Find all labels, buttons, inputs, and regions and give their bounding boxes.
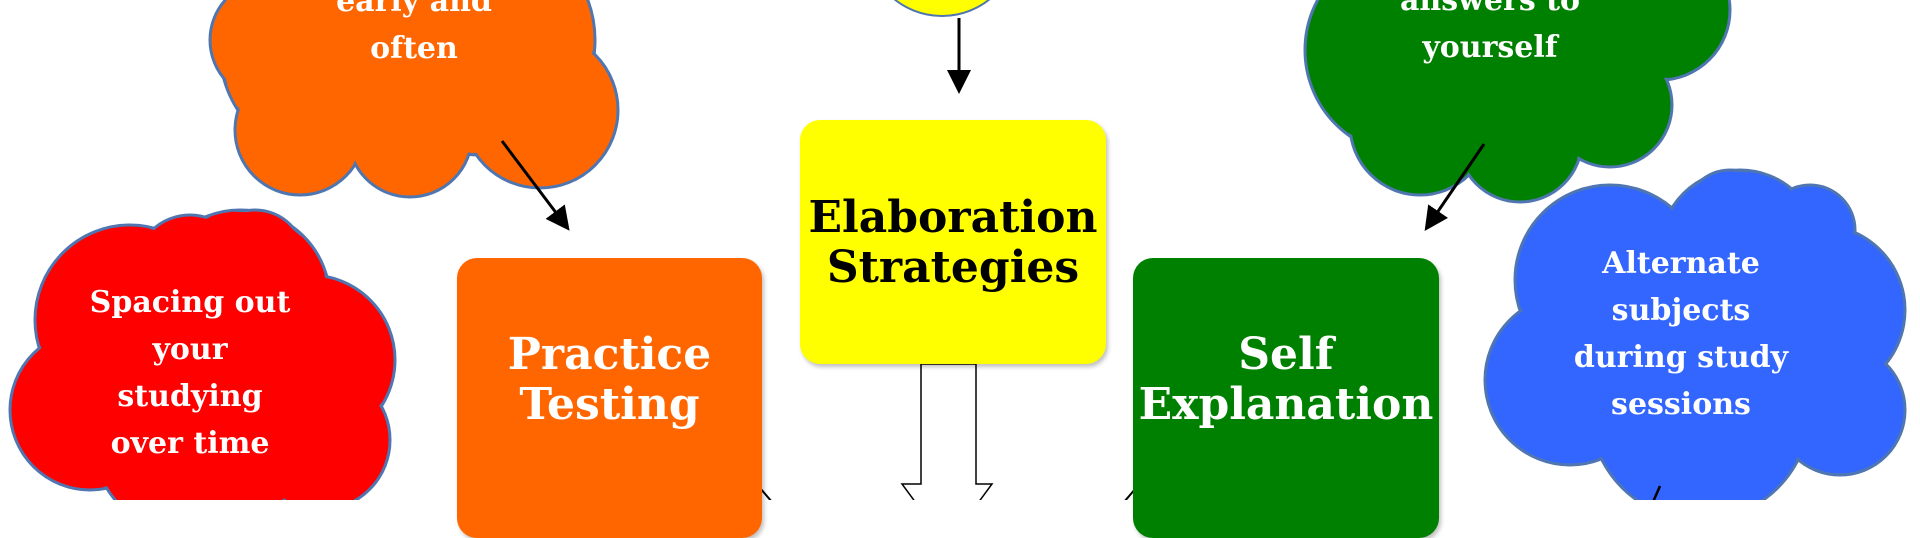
cloud-line: over time — [110, 426, 270, 461]
hollow-down-arrow — [900, 363, 994, 500]
elaboration-strategies-box: Elaboration Strategies — [800, 120, 1106, 364]
cloud-line: during study — [1573, 340, 1789, 375]
cloud-top-left-text: early and often — [336, 0, 492, 72]
cloud-line: yourself — [1422, 30, 1558, 65]
cloud-line: early and — [336, 0, 492, 19]
practice-testing-box: Practice Testing — [457, 258, 762, 538]
box-line: Testing — [519, 379, 700, 430]
cloud-right-text: Alternate subjects during study sessions — [1574, 240, 1788, 428]
cloud-line: sessions — [1611, 387, 1751, 422]
self-explanation-box: Self Explanation — [1133, 258, 1439, 538]
cloud-line: your — [152, 332, 228, 367]
cloud-line: studying — [117, 379, 263, 414]
arrow-cloud-to-practice — [500, 140, 570, 231]
box-line: Strategies — [826, 242, 1080, 293]
cloud-left-shape — [8, 208, 397, 500]
cloud-line: Alternate — [1602, 246, 1760, 281]
connector-line — [1652, 485, 1662, 500]
top-yellow-circle — [893, 0, 991, 17]
cloud-top-right-shape — [1303, 0, 1732, 204]
cloud-top-left-shape — [208, 0, 620, 199]
cloud-right-shape — [1483, 168, 1907, 500]
cloud-left-text: Spacing out your studying over time — [90, 279, 291, 467]
box-line: Elaboration — [808, 192, 1098, 243]
arrow-cloud-to-self — [1424, 143, 1486, 231]
cloud-line: Spacing out — [89, 285, 291, 320]
box-line: Self — [1238, 329, 1334, 380]
cloud-line: often — [370, 31, 458, 66]
cloud-line: subjects — [1611, 293, 1751, 328]
box-line: Explanation — [1138, 379, 1434, 430]
diagram-canvas — [8, 0, 1907, 500]
cloud-line: answers to — [1399, 0, 1581, 18]
cloud-top-right-text: answers to yourself — [1400, 0, 1580, 71]
box-line: Practice — [507, 329, 712, 380]
